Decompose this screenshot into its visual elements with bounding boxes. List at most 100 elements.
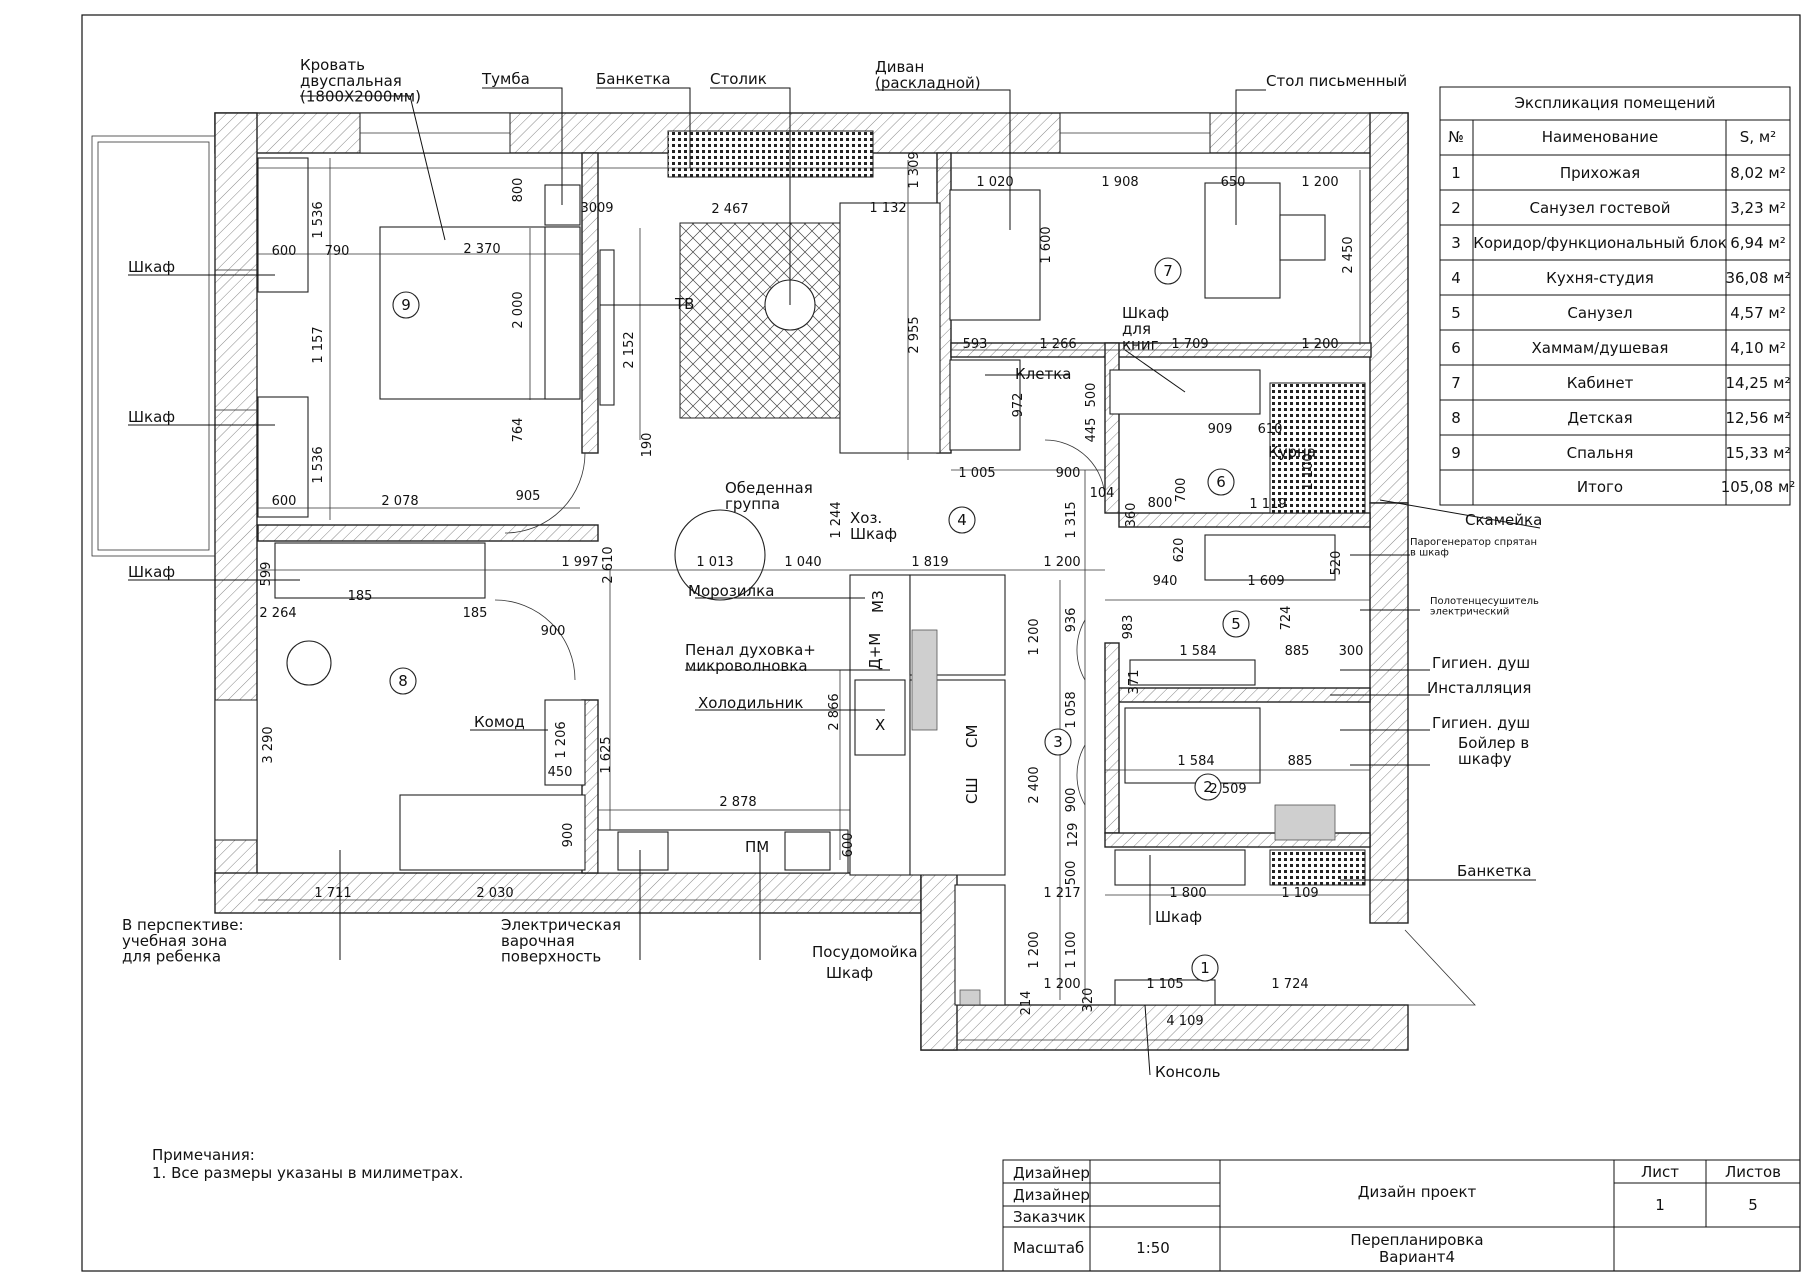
- dimension-value: 700: [1174, 478, 1189, 503]
- dimension-value: 1 132: [869, 201, 906, 216]
- dimension-value: 610: [1258, 422, 1283, 437]
- explication-header-area: S, м²: [1740, 128, 1776, 146]
- label-banketka-bottom: Банкетка: [1457, 862, 1532, 880]
- label-wardrobe-3: Шкаф: [128, 563, 175, 581]
- tb-sheets-value: 5: [1748, 1196, 1758, 1214]
- explication-row-name: Санузел: [1567, 304, 1632, 322]
- label-console: Консоль: [1155, 1063, 1221, 1081]
- label-sh: СШ: [963, 777, 981, 804]
- explication-row-area: 4,57 м²: [1730, 304, 1786, 322]
- notes-title: Примечания:: [152, 1146, 255, 1164]
- dimension-value: 940: [1153, 574, 1178, 589]
- dimension-value: 1 609: [1247, 574, 1284, 589]
- room-number-circle: [1154, 257, 1182, 285]
- room-number: 5: [1231, 615, 1241, 633]
- tb-title-2: Вариант4: [1379, 1248, 1455, 1266]
- dimension-value: 900: [541, 624, 566, 639]
- windows: [214, 112, 1211, 841]
- dimension-value: 1 040: [784, 555, 821, 570]
- tb-designer-1: Дизайнер: [1013, 1164, 1090, 1182]
- label-oven: Пенал духовка+микроволновка: [685, 641, 816, 675]
- dimension-value: 520: [1329, 551, 1344, 576]
- room-number-circle: [1044, 728, 1072, 756]
- explication-row-area: 12,56 м²: [1725, 409, 1790, 427]
- dimension-value: 3009: [580, 201, 613, 216]
- dimension-value: 1 584: [1179, 644, 1216, 659]
- dimension-value: 1 100: [1064, 931, 1079, 968]
- dimension-value: 2 509: [1209, 782, 1246, 797]
- explication-row-number: 8: [1451, 409, 1461, 427]
- dimension-value: 1 315: [1064, 501, 1079, 538]
- dimension-value: 599: [259, 562, 274, 587]
- dimension-value: 983: [1121, 615, 1136, 640]
- dimension-value: 2 878: [719, 795, 756, 810]
- dimension-value: 2 078: [381, 494, 418, 509]
- dimension-value: 2 610: [601, 546, 616, 583]
- dimension-lines: [258, 158, 1370, 1041]
- dimension-value: 900: [1056, 466, 1081, 481]
- dimension-value: 593: [963, 337, 988, 352]
- dimension-value: 1 200: [1027, 618, 1042, 655]
- dimension-value: 185: [463, 606, 488, 621]
- dimension-value: 790: [325, 244, 350, 259]
- label-mz: МЗ: [869, 590, 887, 613]
- explication-row-name: Хаммам/душевая: [1532, 339, 1669, 357]
- dimension-value: 724: [1279, 606, 1294, 631]
- dimension-value: 972: [1011, 393, 1026, 418]
- dimension-value: 1 109: [1281, 886, 1318, 901]
- label-desk: Стол письменный: [1266, 72, 1407, 90]
- label-divan: Диван(раскладной): [875, 58, 981, 92]
- label-stolik: Столик: [710, 70, 767, 88]
- dimension-value: 1 997: [561, 555, 598, 570]
- dimension-value: 1 200: [1301, 175, 1338, 190]
- dimension-value: 1 200: [1027, 931, 1042, 968]
- explication-row-name: Детская: [1567, 409, 1632, 427]
- room-number: 6: [1216, 473, 1226, 491]
- dimension-value: 1 206: [554, 721, 569, 758]
- explication-row-number: 3: [1451, 234, 1461, 252]
- dimension-value: 2 000: [511, 291, 526, 328]
- label-dresser: Комод: [474, 713, 525, 731]
- label-x: Х: [875, 716, 885, 734]
- sheet-frame: [81, 14, 1801, 1272]
- dimension-value: 1 536: [311, 201, 326, 238]
- room-number-circle: [948, 506, 976, 534]
- room-number: 1: [1200, 959, 1210, 977]
- explication-row-number: 2: [1451, 199, 1461, 217]
- dimension-value: 1 013: [696, 555, 733, 570]
- tb-title-1: Перепланировка: [1350, 1231, 1483, 1249]
- dimension-value: 1 536: [311, 446, 326, 483]
- dimension-value: 1 200: [1043, 977, 1080, 992]
- label-wardrobe-1: Шкаф: [128, 258, 175, 276]
- tb-scale-value: 1:50: [1136, 1239, 1170, 1257]
- dimension-value: 2 467: [711, 202, 748, 217]
- explication-row-area: 4,10 м²: [1730, 339, 1786, 357]
- dimension-value: 4 109: [1166, 1014, 1203, 1029]
- dimension-value: 1 119: [1249, 497, 1286, 512]
- notes: Примечания: 1. Все размеры указаны в мил…: [152, 1146, 463, 1182]
- dimension-value: 2 866: [827, 693, 842, 730]
- explication-row-area: 36,08 м²: [1725, 269, 1790, 287]
- dimension-value: 1 200: [1301, 337, 1338, 352]
- label-install: Инсталляция: [1427, 679, 1531, 697]
- label-dishwasher: Посудомойка: [812, 943, 918, 961]
- dimension-value: 3 290: [261, 726, 276, 763]
- room-number: 8: [398, 672, 408, 690]
- room-number: 2: [1203, 778, 1213, 796]
- dimension-value: 300: [1339, 644, 1364, 659]
- label-kurna: Курна: [1268, 443, 1316, 461]
- dimension-value: 1 244: [829, 501, 844, 538]
- room-number: 7: [1163, 262, 1173, 280]
- label-bench: Скамейка: [1465, 511, 1542, 529]
- explication-row-name: Прихожая: [1560, 164, 1640, 182]
- dimension-value: 2 152: [622, 331, 637, 368]
- room-number: 9: [401, 296, 411, 314]
- dimension-value: 450: [548, 765, 573, 780]
- dimension-value: 2 400: [1027, 766, 1042, 803]
